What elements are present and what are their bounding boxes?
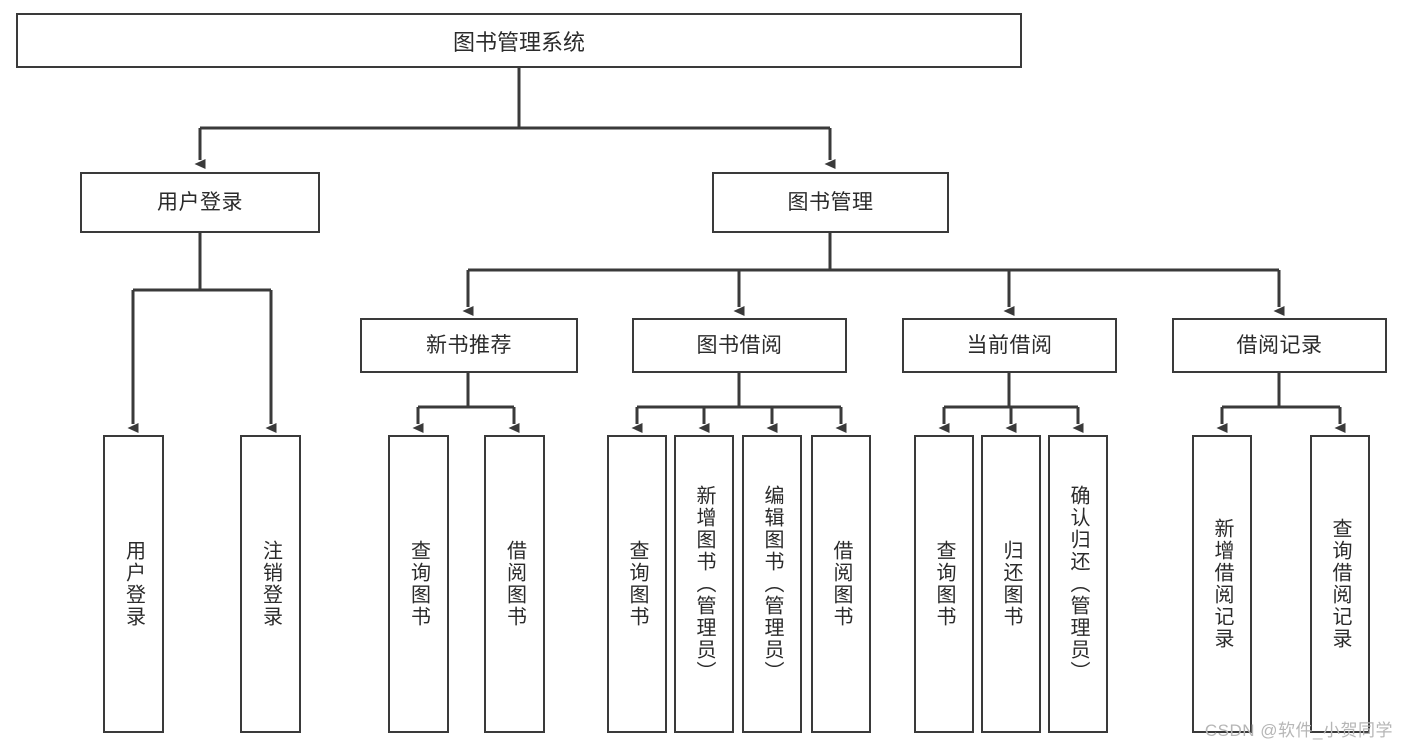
leaf-logout-login[interactable]: 注销登录 (240, 435, 301, 733)
leaf-label: 查询图书 (407, 540, 430, 628)
leaf-add-book[interactable]: 新增图书（管理员） (674, 435, 734, 733)
leaf-label: 用户登录 (122, 540, 145, 628)
leaf-label: 借阅图书 (830, 540, 852, 628)
leaf-label: 编辑图书（管理员） (761, 485, 783, 683)
node-new-book-recommend[interactable]: 新书推荐 (360, 318, 578, 373)
node-borrow-record[interactable]: 借阅记录 (1172, 318, 1387, 373)
leaf-edit-book[interactable]: 编辑图书（管理员） (742, 435, 802, 733)
leaf-label: 查询图书 (933, 540, 955, 628)
leaf-borrow-book-2[interactable]: 借阅图书 (811, 435, 871, 733)
leaf-label: 查询图书 (626, 540, 648, 628)
leaf-query-book-3[interactable]: 查询图书 (914, 435, 974, 733)
leaf-label: 注销登录 (259, 540, 282, 628)
node-book-borrow[interactable]: 图书借阅 (632, 318, 847, 373)
leaf-query-book-2[interactable]: 查询图书 (607, 435, 667, 733)
leaf-user-login[interactable]: 用户登录 (103, 435, 164, 733)
node-current-borrow[interactable]: 当前借阅 (902, 318, 1117, 373)
leaf-label: 新增图书（管理员） (693, 485, 715, 683)
leaf-query-book-1[interactable]: 查询图书 (388, 435, 449, 733)
leaf-return-book[interactable]: 归还图书 (981, 435, 1041, 733)
node-user-login[interactable]: 用户登录 (80, 172, 320, 233)
leaf-label: 查询借阅记录 (1329, 518, 1351, 650)
leaf-label: 归还图书 (1000, 540, 1022, 628)
leaf-borrow-book-1[interactable]: 借阅图书 (484, 435, 545, 733)
leaf-label: 确认归还（管理员） (1067, 485, 1089, 683)
node-book-manage[interactable]: 图书管理 (712, 172, 949, 233)
leaf-confirm-return[interactable]: 确认归还（管理员） (1048, 435, 1108, 733)
leaf-add-record[interactable]: 新增借阅记录 (1192, 435, 1252, 733)
leaf-label: 借阅图书 (503, 540, 526, 628)
node-root[interactable]: 图书管理系统 (16, 13, 1022, 68)
leaf-query-record[interactable]: 查询借阅记录 (1310, 435, 1370, 733)
watermark: CSDN @软件_小贺同学 (1204, 721, 1393, 740)
leaf-label: 新增借阅记录 (1211, 518, 1233, 650)
